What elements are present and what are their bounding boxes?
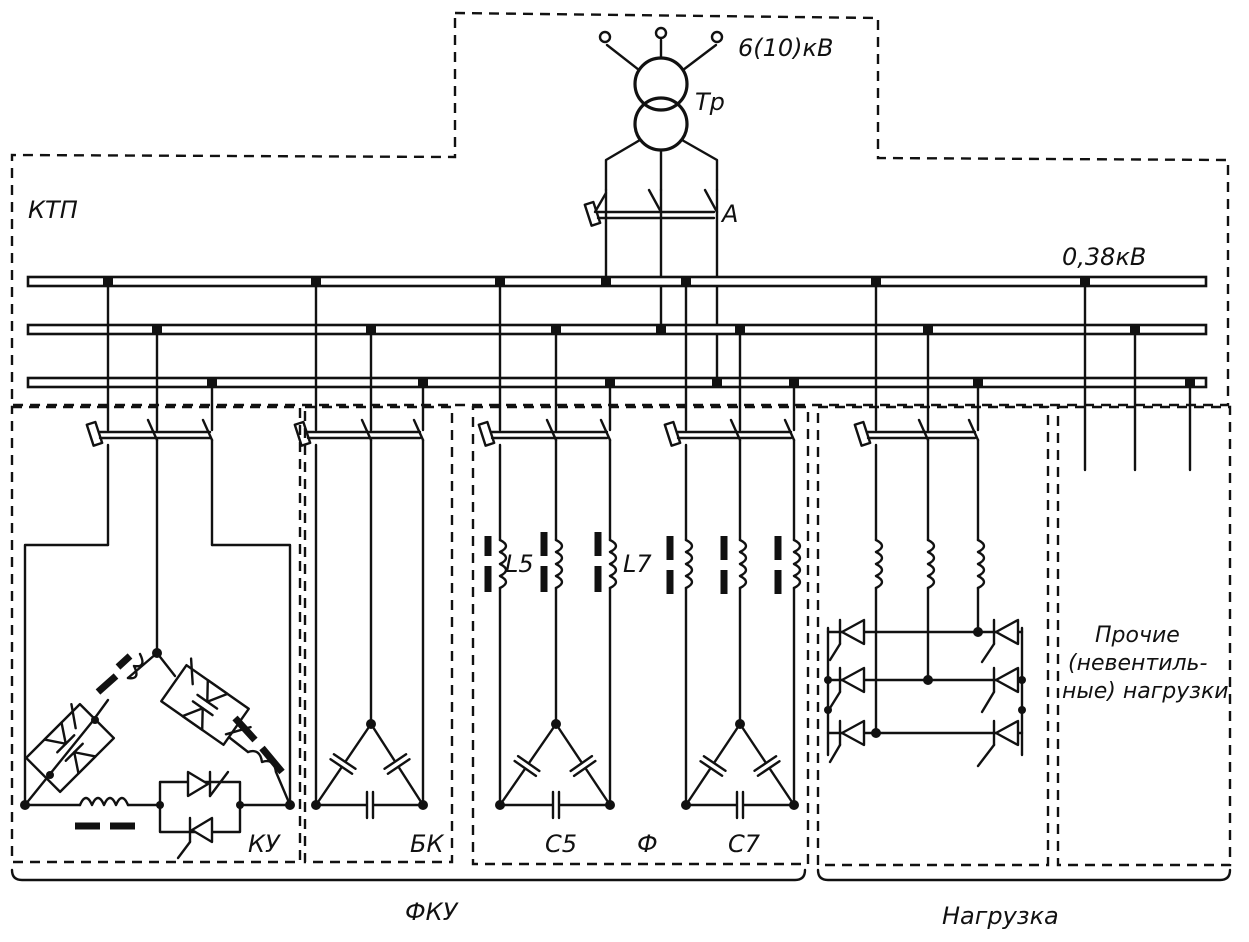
other-loads-label-line-2: (невентиль- xyxy=(1068,651,1208,676)
filter-label: Ф xyxy=(637,830,658,858)
bk-capacitor-delta xyxy=(311,719,428,820)
left-thyristor-2 xyxy=(828,666,866,710)
voltage-hv-label: 6(10)кВ xyxy=(738,34,834,62)
main-breaker xyxy=(583,188,719,385)
feeder-filter-c7 xyxy=(663,276,802,807)
left-thyristor-1 xyxy=(828,618,866,662)
feeder-filter-c5 xyxy=(477,276,618,807)
other-load-section-outline xyxy=(1056,405,1232,867)
busbar-phase-2 xyxy=(26,323,1208,336)
bk-label: БК xyxy=(410,830,444,858)
right-thyristor-2 xyxy=(980,666,1020,714)
load-thyristor-bridge xyxy=(824,618,1026,768)
busbar-phase-1 xyxy=(26,275,1208,288)
c5-label: С5 xyxy=(545,830,577,858)
ku-label: КУ xyxy=(248,830,281,858)
c7-capacitor-delta xyxy=(681,719,799,820)
l5-label: L5 xyxy=(505,550,534,578)
transformer-label: Тр xyxy=(695,88,725,116)
hv-terminal-c xyxy=(710,30,724,44)
l7-label: L7 xyxy=(623,550,652,578)
load-label: Нагрузка xyxy=(942,902,1059,930)
substation-outline xyxy=(10,11,1230,407)
ku-thyristor-delta xyxy=(20,648,295,860)
voltage-lv-label: 0,38кВ xyxy=(1062,243,1146,271)
c5-capacitor-delta xyxy=(495,719,615,820)
substation-label: КТП xyxy=(28,196,78,224)
right-thyristor-3 xyxy=(976,719,1020,768)
fku-bracket xyxy=(10,868,807,882)
breaker-label: А xyxy=(720,200,738,228)
hv-terminal-a xyxy=(598,30,612,44)
c7-label: С7 xyxy=(728,830,761,858)
feeder-other-loads xyxy=(1080,276,1195,472)
right-thyristor-1 xyxy=(980,618,1020,664)
feeder-load xyxy=(853,276,986,735)
transformer-symbol xyxy=(598,26,724,192)
other-loads-label-line-1: Прочие xyxy=(1095,623,1180,648)
hv-terminal-b xyxy=(654,26,668,40)
busbar-phase-3 xyxy=(26,376,1208,389)
filter-section-outline xyxy=(471,405,810,866)
feeder-ku xyxy=(23,276,292,807)
load-bracket xyxy=(816,868,1232,882)
left-thyristor-3 xyxy=(828,719,866,764)
ku-section-outline xyxy=(10,405,302,864)
bk-section-outline xyxy=(303,405,454,864)
other-loads-label-line-3: ные) нагрузки xyxy=(1062,679,1229,704)
fku-label: ФКУ xyxy=(405,898,459,926)
load-section-outline xyxy=(816,405,1050,867)
feeder-bk xyxy=(293,276,428,807)
